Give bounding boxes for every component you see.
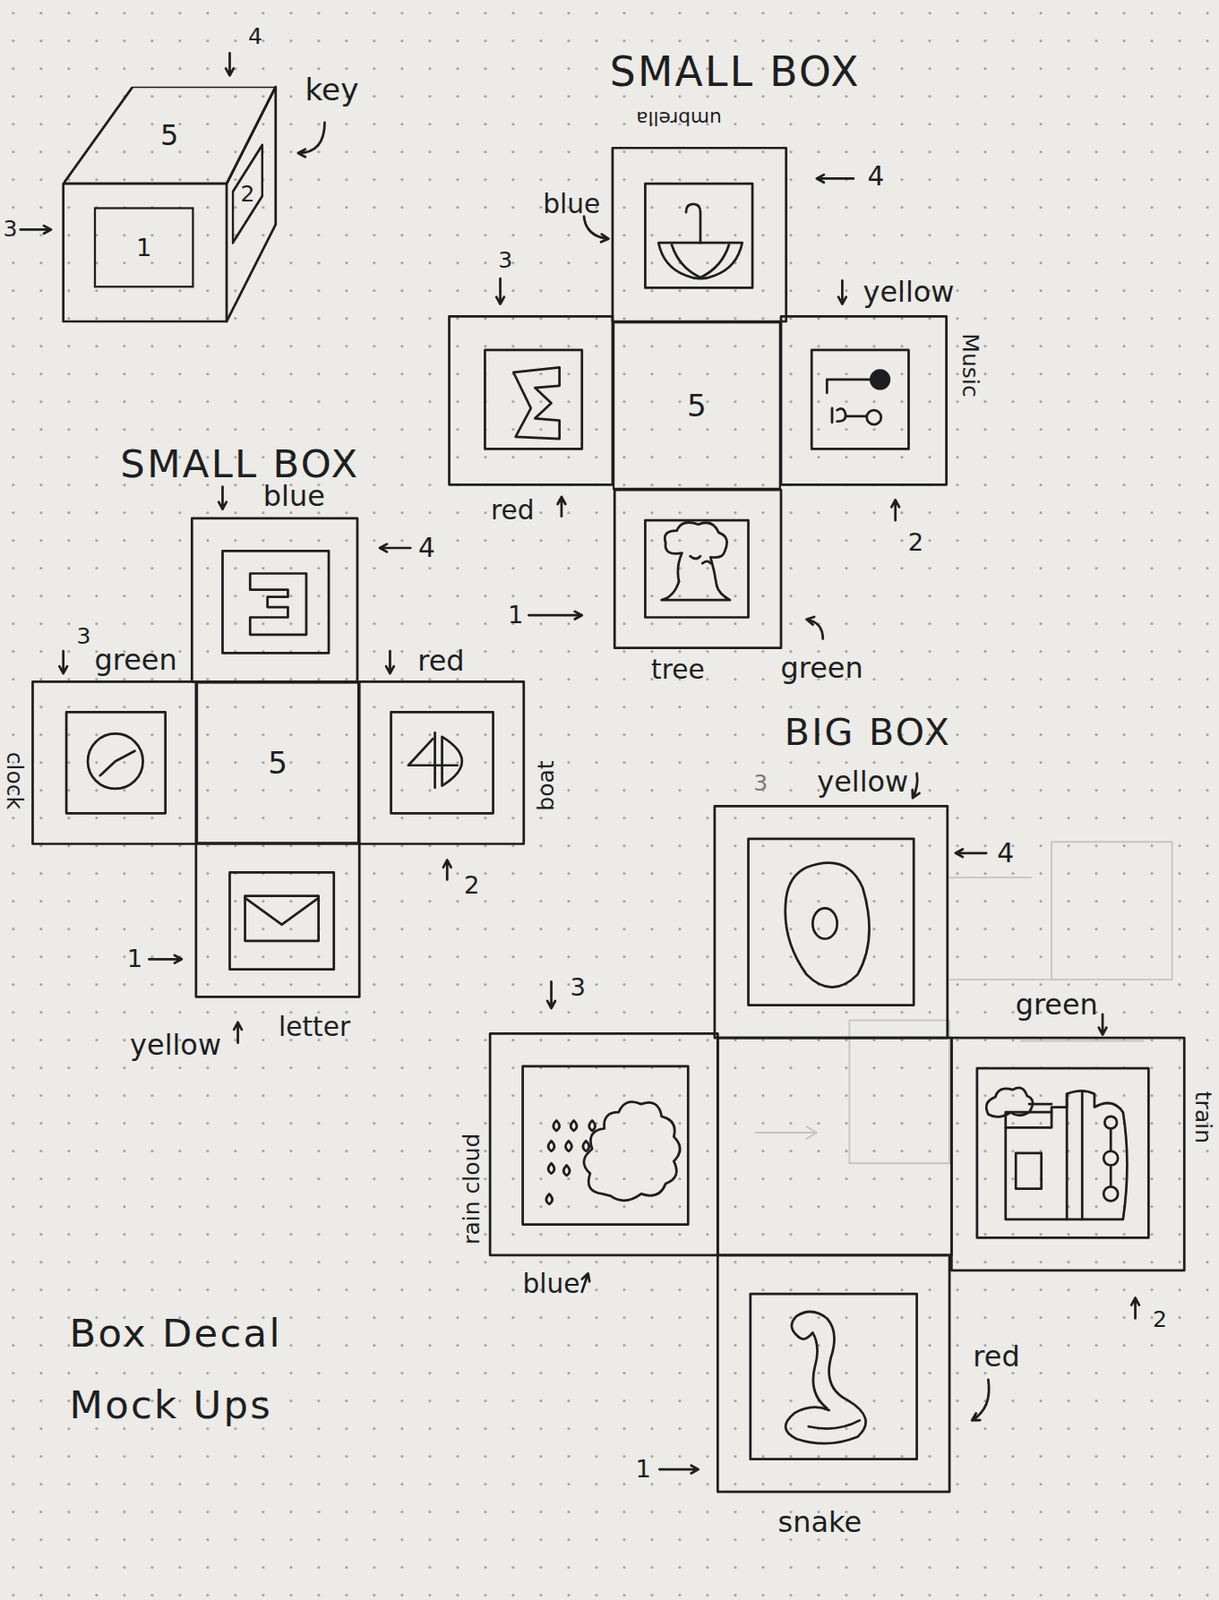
pointer-arrow [557, 497, 567, 517]
face-note: green [781, 654, 864, 684]
face-note: clock [2, 752, 26, 810]
train-icon [986, 1088, 1127, 1220]
boat-icon [408, 732, 463, 789]
face-note: red [417, 647, 464, 677]
music-icon [826, 370, 890, 425]
face-note: 1 [127, 947, 143, 972]
pointer-arrow [806, 617, 823, 640]
face-note: green [94, 645, 178, 675]
pointer-arrow [379, 544, 411, 553]
key-cube [63, 86, 276, 322]
pointer-arrow [1131, 1298, 1140, 1320]
face-number: 5 [267, 747, 288, 779]
pointer-arrow [225, 52, 234, 76]
face-number: 2 [240, 182, 255, 206]
pointer-arrow [20, 225, 52, 234]
pointer-arrow [547, 981, 556, 1009]
pointer-arrow [582, 1273, 590, 1293]
small-box-net-b [32, 518, 524, 998]
face-note: yellow [129, 1031, 222, 1061]
face-note: 3 [753, 772, 768, 796]
pointer-arrow [659, 1466, 698, 1475]
erased-marks [755, 841, 1173, 1164]
face-box: 1 [94, 206, 195, 288]
pointer-arrow [816, 174, 854, 183]
box-heading: SMALL BOX [120, 445, 360, 484]
pointer-arrow [218, 487, 227, 510]
face-note: 4 [867, 163, 885, 190]
pointer-arrow [496, 278, 505, 304]
pointer-arrow [583, 216, 609, 243]
face-note: train [1191, 1091, 1214, 1144]
pointer-arrow [955, 849, 987, 858]
face-note: 4 [418, 534, 436, 562]
face-note: blue [263, 482, 326, 512]
face-note: 1 [507, 603, 524, 628]
big-box-net [489, 806, 1185, 1493]
face-note: rain cloud [460, 1133, 483, 1245]
face-note: 1 [635, 1457, 651, 1482]
face-note: red [490, 497, 535, 524]
box-heading: SMALL BOX [609, 51, 861, 93]
tree-icon [661, 523, 730, 601]
small-box-net-a [449, 147, 947, 648]
pointer-arrow [891, 499, 900, 521]
cube-face: 5 [63, 86, 276, 184]
umbrella-icon [658, 204, 742, 279]
face-note: green [1015, 991, 1099, 1021]
pointer-arrow [148, 955, 181, 964]
pointer-arrow [443, 860, 452, 881]
face-note: tree [651, 656, 705, 684]
face-box: 5 [612, 321, 782, 490]
face-number: 5 [686, 390, 707, 421]
clock-icon [87, 733, 144, 790]
face-note: yellow [816, 768, 909, 798]
face-note: 2 [1152, 1308, 1168, 1331]
pointer-arrow [1098, 1014, 1108, 1036]
pointer-arrows [20, 52, 1140, 1474]
face-note: 2 [908, 531, 924, 556]
maze-icon [249, 573, 307, 635]
pointer-arrow [838, 280, 847, 304]
pointer-arrow [528, 611, 582, 620]
letter-icon [245, 896, 319, 942]
ring-icon [785, 863, 870, 988]
face-number: 5 [160, 120, 179, 150]
face-box: 5 [196, 681, 360, 844]
pointer-arrow [912, 773, 920, 799]
face-note: 4 [996, 840, 1014, 868]
pointer-arrow [59, 651, 68, 674]
face-note: umbrella [635, 108, 722, 129]
face-note: blue [522, 1270, 580, 1298]
face-note: yellow [863, 278, 955, 308]
pointer-arrow [233, 1022, 242, 1044]
cube-face: 2 [231, 143, 264, 246]
face-note: key [305, 74, 360, 105]
sheet-caption: Box Decal Mock Ups [69, 1298, 346, 1443]
face-note: letter [278, 1013, 351, 1041]
pointer-arrow [298, 122, 326, 158]
pointer-arrow [386, 651, 395, 674]
face-number: 1 [136, 235, 152, 260]
box-heading: BIG BOX [784, 714, 952, 752]
pointer-arrow [971, 1380, 989, 1422]
face-note: Music [958, 333, 981, 397]
rain-cloud-icon [546, 1102, 680, 1205]
face-note: 3 [76, 626, 91, 649]
mountain-icon [513, 367, 559, 439]
face-note: snake [778, 1508, 862, 1537]
face-note: 3 [497, 248, 513, 272]
face-note: 3 [2, 218, 18, 241]
face-note: blue [542, 190, 601, 218]
face-note: 2 [463, 874, 480, 899]
face-note: boat [534, 760, 558, 811]
snake-icon [785, 1312, 867, 1444]
face-note: 4 [248, 25, 263, 48]
face-note: 3 [569, 976, 585, 1001]
face-note: red [972, 1343, 1020, 1373]
